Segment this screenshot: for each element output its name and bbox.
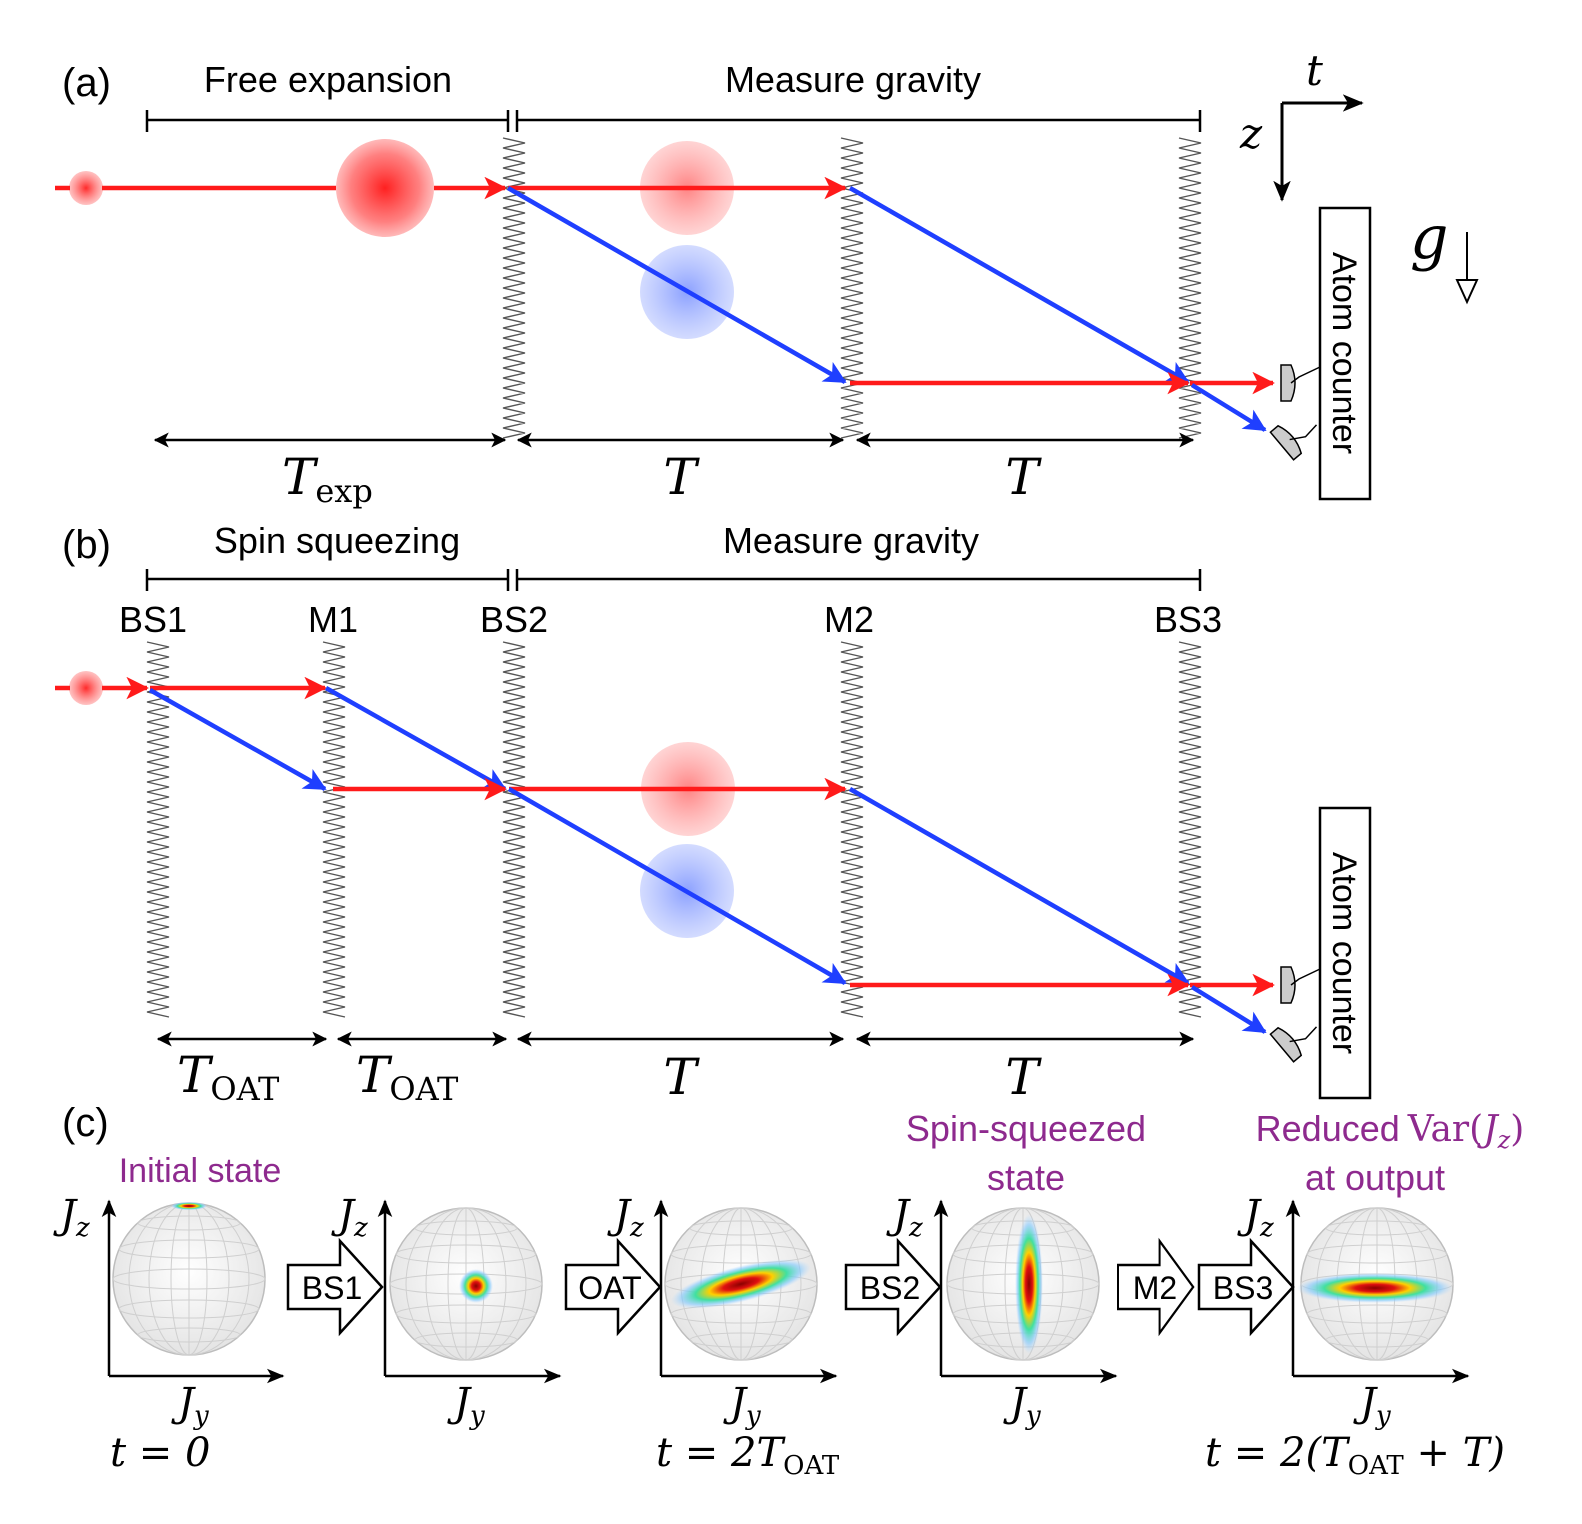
g-label: g: [1410, 203, 1448, 273]
laser-pulses-b: [146, 641, 1202, 1018]
laser-pulse-m2: [840, 641, 864, 1018]
atom-seed-b: [69, 671, 103, 705]
duration-texp: Texp: [282, 448, 373, 510]
laser-pulse-m-a: [840, 137, 864, 439]
duration-T2-b: T: [1005, 1048, 1042, 1106]
detector-bottom-b: [1269, 1024, 1318, 1063]
jz-label-1: Jz: [331, 1192, 368, 1243]
stage-spin-squeezing: Spin squeezing: [214, 520, 460, 561]
bloch-sphere-3: [946, 1207, 1100, 1361]
atom-counter-a: Atom counter: [1269, 206, 1372, 501]
panel-c-label: (c): [62, 1101, 109, 1145]
laser-pulses-a: [502, 137, 1202, 439]
pulse-label-bs1: BS1: [119, 599, 187, 640]
atom-counter-label-b: Atom counter: [1325, 852, 1363, 1054]
process-arrow-m2-label: M2: [1133, 1270, 1177, 1306]
jy-label-0: Jy: [171, 1380, 209, 1431]
pulse-label-bs3: BS3: [1154, 599, 1222, 640]
paths-a: [55, 176, 1275, 432]
laser-pulse-bs2: [502, 641, 526, 1018]
gravity-indicator: g: [1410, 203, 1479, 305]
laser-pulse-m1: [322, 641, 346, 1018]
pulse-label-m2: M2: [824, 599, 874, 640]
detector-bottom-a: [1269, 422, 1318, 461]
jz-label-3: Jz: [886, 1192, 923, 1243]
atom-seed-a: [69, 171, 103, 205]
timeline-brackets-a: [145, 110, 1202, 132]
duration-T1-a: T: [663, 448, 700, 506]
duration-T2-a: T: [1005, 448, 1042, 506]
t-axis-label: t: [1306, 46, 1323, 95]
detector-top-b: [1280, 966, 1321, 1004]
stage-free-expansion: Free expansion: [204, 59, 452, 100]
note-squeezed-1: Spin-squeezed: [906, 1108, 1146, 1149]
jz-label-0: Jz: [53, 1192, 90, 1243]
jy-label-4: Jy: [1353, 1380, 1391, 1431]
duration-T1-b: T: [663, 1048, 700, 1106]
note-reduced-2: at output: [1305, 1157, 1445, 1198]
state-north-pole: [171, 1202, 207, 1210]
laser-pulse-bs-a2: [1178, 137, 1202, 439]
expanded-cloud-a: [336, 139, 434, 237]
bloch-sphere-2: [664, 1207, 818, 1361]
detector-top-a: [1280, 364, 1321, 402]
bloch-sphere-0: [112, 1202, 266, 1356]
duration-toat-2: TOAT: [356, 1046, 459, 1108]
state-coherent: [459, 1269, 493, 1303]
laser-pulse-bs3: [1178, 641, 1202, 1018]
jz-label-4: Jz: [1237, 1192, 1274, 1243]
pulse-label-m1: M1: [308, 599, 358, 640]
duration-toat-1: TOAT: [177, 1046, 280, 1108]
svg-text:BS3: BS3: [1213, 1270, 1273, 1306]
time-output: t = 2(TOAT + T): [1205, 1430, 1505, 1481]
process-arrow-oat: OAT: [564, 1239, 662, 1335]
panel-a-label: (a): [62, 61, 111, 105]
state-output: [1297, 1273, 1453, 1303]
state-oat-twisted: [671, 1259, 811, 1309]
bloch-sphere-1: [389, 1207, 543, 1361]
atom-counter-label-a: Atom counter: [1325, 252, 1363, 454]
time-0: t = 0: [110, 1430, 210, 1476]
jy-label-2: Jy: [723, 1380, 761, 1431]
process-arrow-bs2: BS2: [844, 1239, 942, 1335]
bloch-sphere-4: [1297, 1207, 1454, 1361]
jy-label-1: Jy: [447, 1380, 485, 1431]
timeline-brackets-b: [145, 569, 1202, 591]
atom-counter-b: Atom counter: [1269, 806, 1372, 1100]
jz-label-2: Jz: [607, 1192, 644, 1243]
svg-text:OAT: OAT: [578, 1270, 641, 1306]
time-2toat: t = 2TOAT: [656, 1430, 840, 1481]
state-squeezed: [1015, 1214, 1043, 1354]
panel-b-label: (b): [62, 523, 111, 567]
tz-axes: t z: [1239, 46, 1364, 202]
process-arrow-bs3: BS3: [1197, 1239, 1295, 1335]
svg-text:BS1: BS1: [302, 1270, 362, 1306]
z-axis-label: z: [1239, 109, 1263, 158]
stage-measure-gravity-a: Measure gravity: [725, 59, 981, 100]
pulse-label-bs2: BS2: [480, 599, 548, 640]
note-initial-state: Initial state: [119, 1152, 282, 1190]
paths-b: [55, 676, 1275, 1034]
process-arrow-bs1: BS1: [286, 1239, 384, 1335]
jy-label-3: Jy: [1003, 1380, 1041, 1431]
laser-pulse-bs-a1: [502, 137, 526, 439]
note-squeezed-2: state: [987, 1157, 1065, 1198]
laser-pulse-bs1: [146, 641, 170, 1018]
svg-text:BS2: BS2: [860, 1270, 920, 1306]
stage-measure-gravity-b: Measure gravity: [723, 520, 979, 561]
